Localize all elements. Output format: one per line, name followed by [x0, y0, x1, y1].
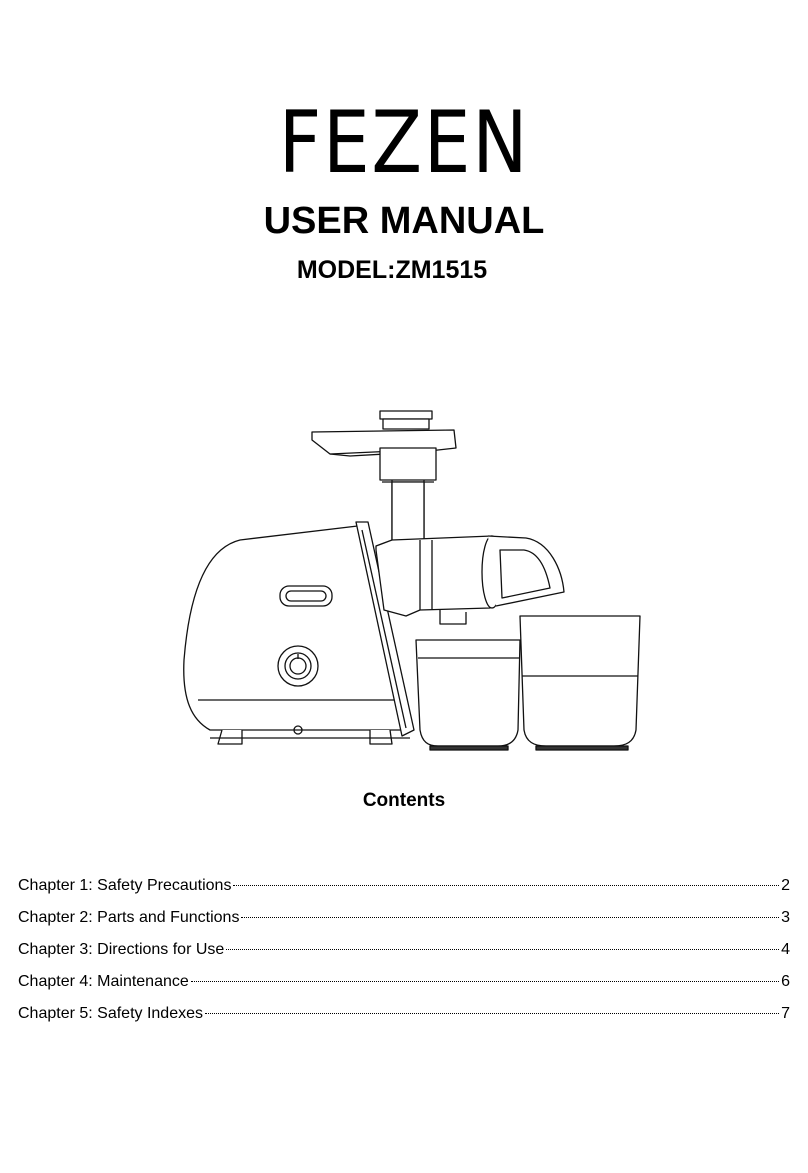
toc-entry-label: Chapter 5: Safety Indexes	[18, 1005, 203, 1022]
toc-entry-page: 3	[781, 909, 790, 926]
toc-leader-dots	[233, 884, 780, 886]
toc-entry[interactable]: Chapter 2: Parts and Functions 3	[18, 904, 790, 936]
brand-logo: FEZEN	[278, 93, 530, 193]
contents-heading: Contents	[362, 790, 446, 811]
toc-entry-page: 6	[781, 973, 790, 990]
toc-entry-page: 7	[781, 1005, 790, 1022]
toc-entry[interactable]: Chapter 4: Maintenance 6	[18, 968, 790, 1000]
toc-entry-label: Chapter 1: Safety Precautions	[18, 877, 232, 894]
toc-leader-dots	[226, 948, 780, 950]
toc-entry-page: 2	[781, 877, 790, 894]
toc-leader-dots	[205, 1012, 780, 1014]
toc-entry[interactable]: Chapter 5: Safety Indexes 7	[18, 1000, 790, 1032]
toc-entry[interactable]: Chapter 1: Safety Precautions 2	[18, 872, 790, 904]
toc-entry-label: Chapter 2: Parts and Functions	[18, 909, 240, 926]
toc-entry-label: Chapter 3: Directions for Use	[18, 941, 225, 958]
toc-leader-dots	[190, 980, 780, 982]
slow-juicer-icon	[183, 410, 641, 751]
toc-leader-dots	[241, 916, 780, 918]
toc-entry-label: Chapter 4: Maintenance	[18, 973, 189, 990]
toc-entry-page: 4	[781, 941, 790, 958]
document-title: USER MANUAL	[263, 200, 545, 242]
toc-entry[interactable]: Chapter 3: Directions for Use 4	[18, 936, 790, 968]
table-of-contents: Chapter 1: Safety Precautions 2 Chapter …	[18, 872, 790, 1032]
model-number: MODEL:ZM1515	[296, 256, 488, 284]
